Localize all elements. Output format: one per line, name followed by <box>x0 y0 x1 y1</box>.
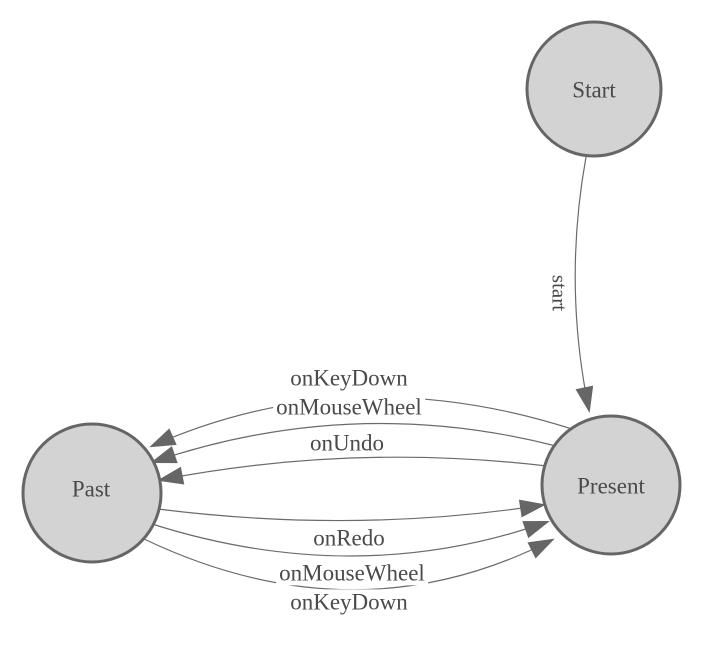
state-node-present <box>540 414 682 556</box>
node-label-start: Start <box>572 77 616 103</box>
edge-label-onkeydown-bottom: onKeyDown <box>287 589 411 615</box>
edge-label-onundo: onUndo <box>306 430 388 456</box>
edge-past-to-present-onredo <box>157 499 546 522</box>
node-group <box>21 20 682 564</box>
edge-label-onredo: onRedo <box>310 525 388 551</box>
edge-present-to-past-onundo <box>157 456 548 485</box>
edge-start-to-present <box>574 156 594 413</box>
edge-label-onkeydown-top: onKeyDown <box>287 365 411 391</box>
edge-past-to-present-onmousewheel <box>151 521 550 557</box>
edge-label-onmousewheel-bottom: onMouseWheel <box>276 560 428 586</box>
edge-group <box>143 156 594 591</box>
node-label-present: Present <box>577 473 645 499</box>
edge-label-start: start <box>547 274 572 312</box>
node-label-past: Past <box>71 476 111 502</box>
edge-label-onmousewheel-top: onMouseWheel <box>273 394 425 420</box>
edge-present-to-past-onmousewheel <box>150 422 557 464</box>
state-node-start <box>525 20 663 158</box>
state-node-past <box>21 422 163 564</box>
